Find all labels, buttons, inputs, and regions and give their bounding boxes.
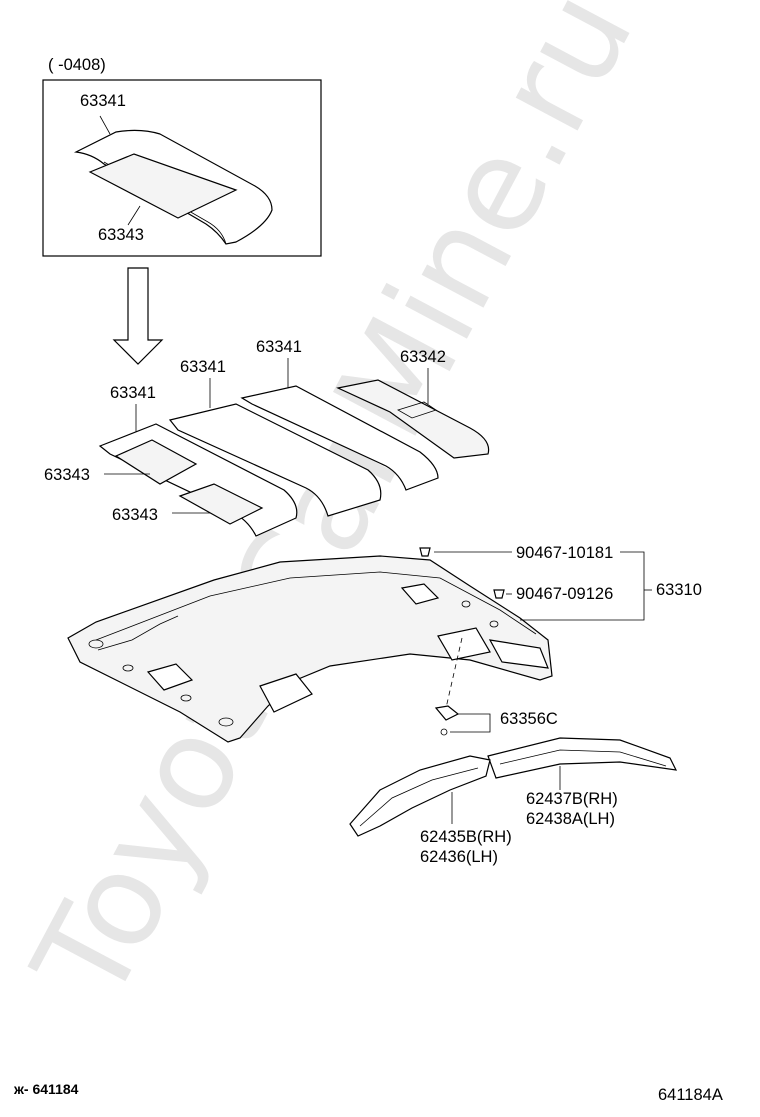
headliner-assist-area-left	[259, 673, 313, 713]
inset-sheet-label: 63343	[98, 226, 144, 244]
arrow-down-icon	[112, 267, 164, 365]
holder-pin-icon	[440, 728, 448, 736]
side-pad-front-lh-label: 62436(LH)	[420, 848, 498, 866]
rear-panel-label: 63342	[400, 348, 446, 366]
side-pad-rear-rib	[499, 749, 667, 767]
inset-sheet-leader	[127, 205, 141, 226]
headliner-hole-d	[489, 620, 499, 628]
clip-a-label: 90467-10181	[516, 544, 613, 562]
side-pad-rear-lh-label: 62438A(LH)	[526, 810, 615, 828]
headliner-hole-a	[122, 664, 134, 672]
side-pad-front	[349, 755, 491, 837]
headliner-rear-opening	[400, 583, 440, 605]
holder-bracket	[450, 713, 491, 733]
front-pad-label: 63341	[110, 384, 156, 402]
side-pad-front-rib	[359, 767, 479, 827]
headliner-dome-opening	[146, 663, 194, 691]
holder-dashed-line	[445, 637, 463, 709]
clip-b-icon	[493, 589, 505, 599]
headliner-visor-hole-right	[218, 717, 234, 727]
clip-a-icon	[419, 547, 431, 557]
inset-pad-label: 63341	[80, 92, 126, 110]
inset-pad-leader	[99, 115, 111, 135]
footer-right-code: 641184A	[658, 1086, 723, 1104]
headliner-rear-corner	[488, 639, 549, 669]
sheet-b	[178, 483, 264, 525]
holder-label: 63356C	[500, 710, 558, 728]
side-pad-group: 62437B(RH) 62438A(LH) 62435B(RH) 62436(L…	[349, 737, 678, 866]
inset-range-label: ( -0408)	[48, 56, 106, 74]
rear-panel	[336, 379, 490, 459]
pad-stack: 63342 63341 63341 63341 63343 63343	[44, 338, 490, 537]
headliner-hole-b	[180, 694, 192, 702]
inset-sheet	[88, 153, 238, 219]
headliner-edge-line	[95, 571, 537, 641]
mid-pad	[168, 403, 382, 517]
footer-left-code: ж- 641184	[13, 1081, 79, 1097]
holder-icon	[434, 705, 460, 721]
clip-b-label: 90467-09126	[516, 585, 613, 603]
assembly-bracket	[520, 551, 645, 621]
rear-pad	[240, 385, 439, 491]
sheet-a-label: 63343	[44, 466, 90, 484]
headliner-assist-area-right	[437, 627, 491, 661]
assembly-label: 63310	[656, 581, 702, 599]
inset-pad-edge	[103, 161, 227, 245]
inset-frame	[42, 79, 322, 257]
headliner-hole-c	[461, 600, 471, 608]
side-pad-rear-rh-label: 62437B(RH)	[526, 790, 618, 808]
sheet-b-label: 63343	[112, 506, 158, 524]
headliner-front-rib	[97, 615, 179, 651]
side-pad-rear	[487, 737, 678, 779]
headliner-visor-hole-left	[88, 639, 104, 649]
rear-pad-label: 63341	[256, 338, 302, 356]
side-pad-front-rh-label: 62435B(RH)	[420, 828, 512, 846]
sheet-a	[114, 439, 198, 485]
inset-group: ( -0408) 63341 63343	[42, 56, 322, 257]
headliner-group: 90467-10181 90467-09126 63310 63356C	[67, 544, 702, 743]
mid-pad-label: 63341	[180, 358, 226, 376]
rear-panel-cutout	[396, 401, 437, 419]
